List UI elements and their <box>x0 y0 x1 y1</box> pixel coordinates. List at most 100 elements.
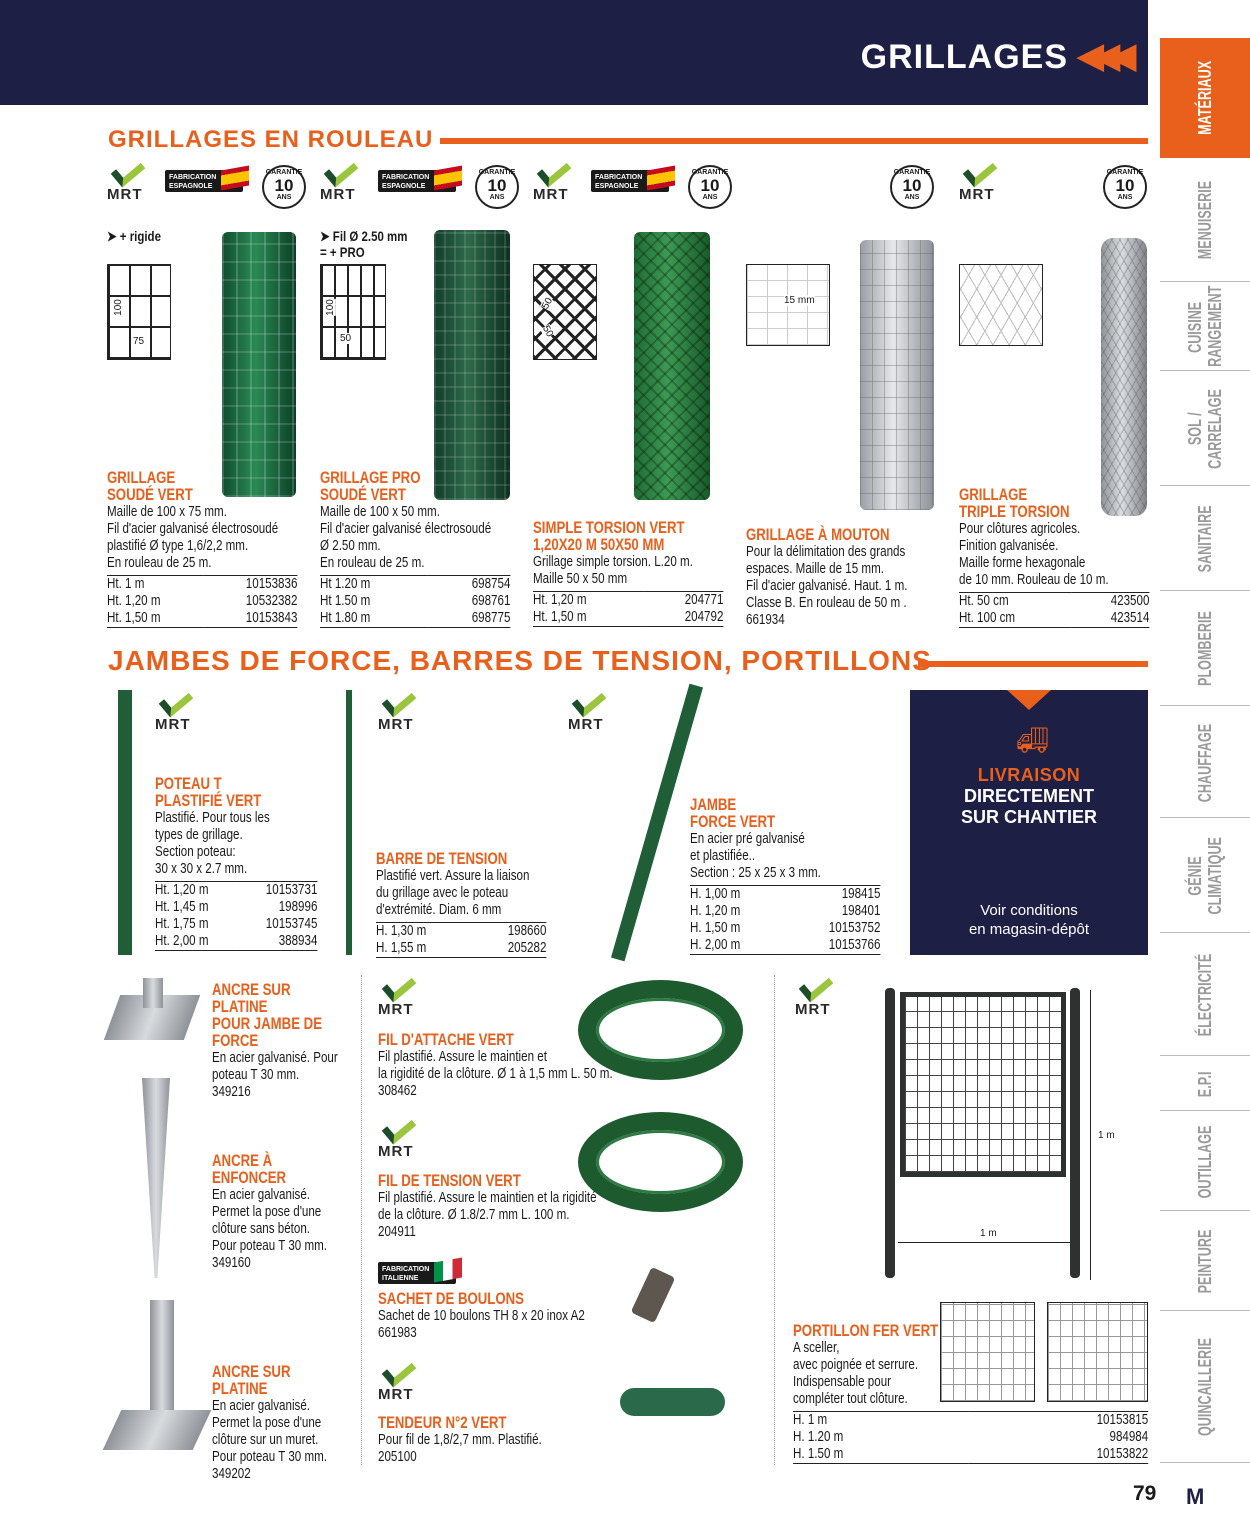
product-desc: Plastifié vert. Assure la liaison <box>376 868 530 884</box>
product-title: JAMBE FORCE VERT <box>690 796 776 831</box>
nav-tab-label: CHAUFFAGE <box>1195 723 1215 802</box>
nav-tab[interactable]: CUISINE RANGEMENT <box>1160 283 1250 371</box>
product-desc: Maille forme hexagonale <box>959 555 1086 571</box>
ref-cell: 10153822 <box>1096 1446 1149 1462</box>
nav-tab[interactable]: QUINCAILLERIE <box>1160 1313 1250 1463</box>
gate-height-label: 1 m <box>1098 1130 1115 1141</box>
mrt-logo-mark <box>381 684 417 718</box>
nav-tab-label: ÉLECTRICITÉ <box>1195 953 1215 1037</box>
guarantee-top: GARANTIE <box>1106 169 1144 176</box>
mrt-logo-mark <box>110 154 146 188</box>
size-cell: Ht 1.50 m <box>320 593 371 609</box>
mrt-logo-text: MRT <box>155 716 191 733</box>
guarantee-bottom: ANS <box>904 194 920 201</box>
product-desc: 349216 <box>212 1084 251 1100</box>
nav-tab[interactable]: GÉNIE CLIMATIQUE <box>1160 820 1250 933</box>
divider <box>774 975 775 1465</box>
product-desc: Maille de 100 x 75 mm. <box>107 504 227 520</box>
nav-tab[interactable]: ÉLECTRICITÉ <box>1160 935 1250 1056</box>
size-cell: Ht. 1,50 m <box>107 610 161 626</box>
mrt-logo: MRT <box>568 684 616 738</box>
product-desc: En acier galvanisé. <box>212 1398 311 1414</box>
guarantee-bottom: ANS <box>489 194 505 201</box>
size-cell: Ht. 1,20 m <box>155 882 209 898</box>
nav-tab[interactable]: MATÉRIAUX <box>1160 38 1250 158</box>
product-desc: Fil d'acier galvanisé électrosoudé <box>107 521 279 537</box>
product-title: ANCRE SUR PLATINE POUR JAMBE DE FORCE <box>212 981 323 1050</box>
mrt-logo-text: MRT <box>107 186 143 203</box>
dimension-label: 50 <box>340 333 352 344</box>
gate-detail-image <box>940 1302 1035 1402</box>
pro-mesh-roll-image <box>434 230 510 500</box>
product-desc: En acier galvanisé. <box>212 1187 311 1203</box>
mrt-logo-text: MRT <box>533 186 569 203</box>
product-desc: d'extrémité. Diam. 6 mm <box>376 902 502 918</box>
fabrication-badge: FABRICATION ESPAGNOLE <box>165 165 249 192</box>
product-desc: 349202 <box>212 1466 251 1482</box>
product-desc: et plastifiée.. <box>690 848 756 864</box>
size-cell: H. 1,50 m <box>690 920 741 936</box>
nav-tab[interactable]: SOL / CARRELAGE <box>1160 373 1250 486</box>
mrt-logo-mark <box>798 969 834 1003</box>
ref-cell: 198401 <box>841 903 881 919</box>
plate-anchor-tab <box>143 978 163 1008</box>
product-desc: 661934 <box>746 612 785 628</box>
nav-tab[interactable]: OUTILLAGE <box>1160 1113 1250 1211</box>
mrt-logo-text: MRT <box>378 1143 414 1160</box>
guarantee-years: 10 <box>1115 176 1135 195</box>
mrt-logo-text: MRT <box>959 186 995 203</box>
size-cell: H. 1 m <box>793 1412 828 1428</box>
product-desc: 661983 <box>378 1325 417 1341</box>
size-cell: Ht. 1 m <box>107 576 145 592</box>
ref-cell: 204771 <box>684 592 724 608</box>
nav-tab[interactable]: SANITAIRE <box>1160 488 1250 591</box>
product-title: GRILLAGE SOUDÉ VERT <box>107 469 193 504</box>
size-cell: H. 1,30 m <box>376 923 427 939</box>
guarantee-bottom: ANS <box>276 194 292 201</box>
table-row: Ht. 1,20 m 204771 <box>533 592 723 610</box>
ref-cell: 423500 <box>1110 593 1150 609</box>
ground-spike-image <box>142 1078 170 1278</box>
size-cell: Ht. 50 cm <box>959 593 1009 609</box>
nav-tab[interactable]: CHAUFFAGE <box>1160 708 1250 818</box>
product-desc: 205100 <box>378 1449 417 1465</box>
section-title-rolls: GRILLAGES EN ROULEAU <box>108 126 434 153</box>
product-title: GRILLAGE TRIPLE TORSION <box>959 486 1070 521</box>
nav-tab[interactable]: PLOMBERIE <box>1160 593 1250 706</box>
product-desc: Fil plastifié. Assure le maintien et la … <box>378 1190 597 1206</box>
gate-image <box>900 992 1066 1177</box>
nav-tab[interactable]: E.P.I <box>1160 1058 1250 1111</box>
gate-width-label: 1 m <box>980 1228 997 1239</box>
guarantee-bottom: ANS <box>1117 194 1133 201</box>
product-desc: Classe B. En rouleau de 50 m . <box>746 595 907 611</box>
product-desc: la rigidité de la clôture. Ø 1 à 1,5 mm … <box>378 1066 613 1082</box>
nav-tab[interactable]: PEINTURE <box>1160 1213 1250 1311</box>
product-desc: Ø 2.50 mm. <box>320 538 381 554</box>
size-cell: Ht. 1,20 m <box>533 592 587 608</box>
nav-tab-label: E.P.I <box>1195 1071 1215 1097</box>
size-cell: Ht. 1,50 m <box>533 609 587 625</box>
nav-tab[interactable]: MENUISERIE <box>1160 160 1250 282</box>
mesh-diagram <box>533 264 597 360</box>
product-desc: Pour poteau T 30 mm. <box>212 1238 327 1254</box>
tensioner-image <box>620 1388 725 1416</box>
